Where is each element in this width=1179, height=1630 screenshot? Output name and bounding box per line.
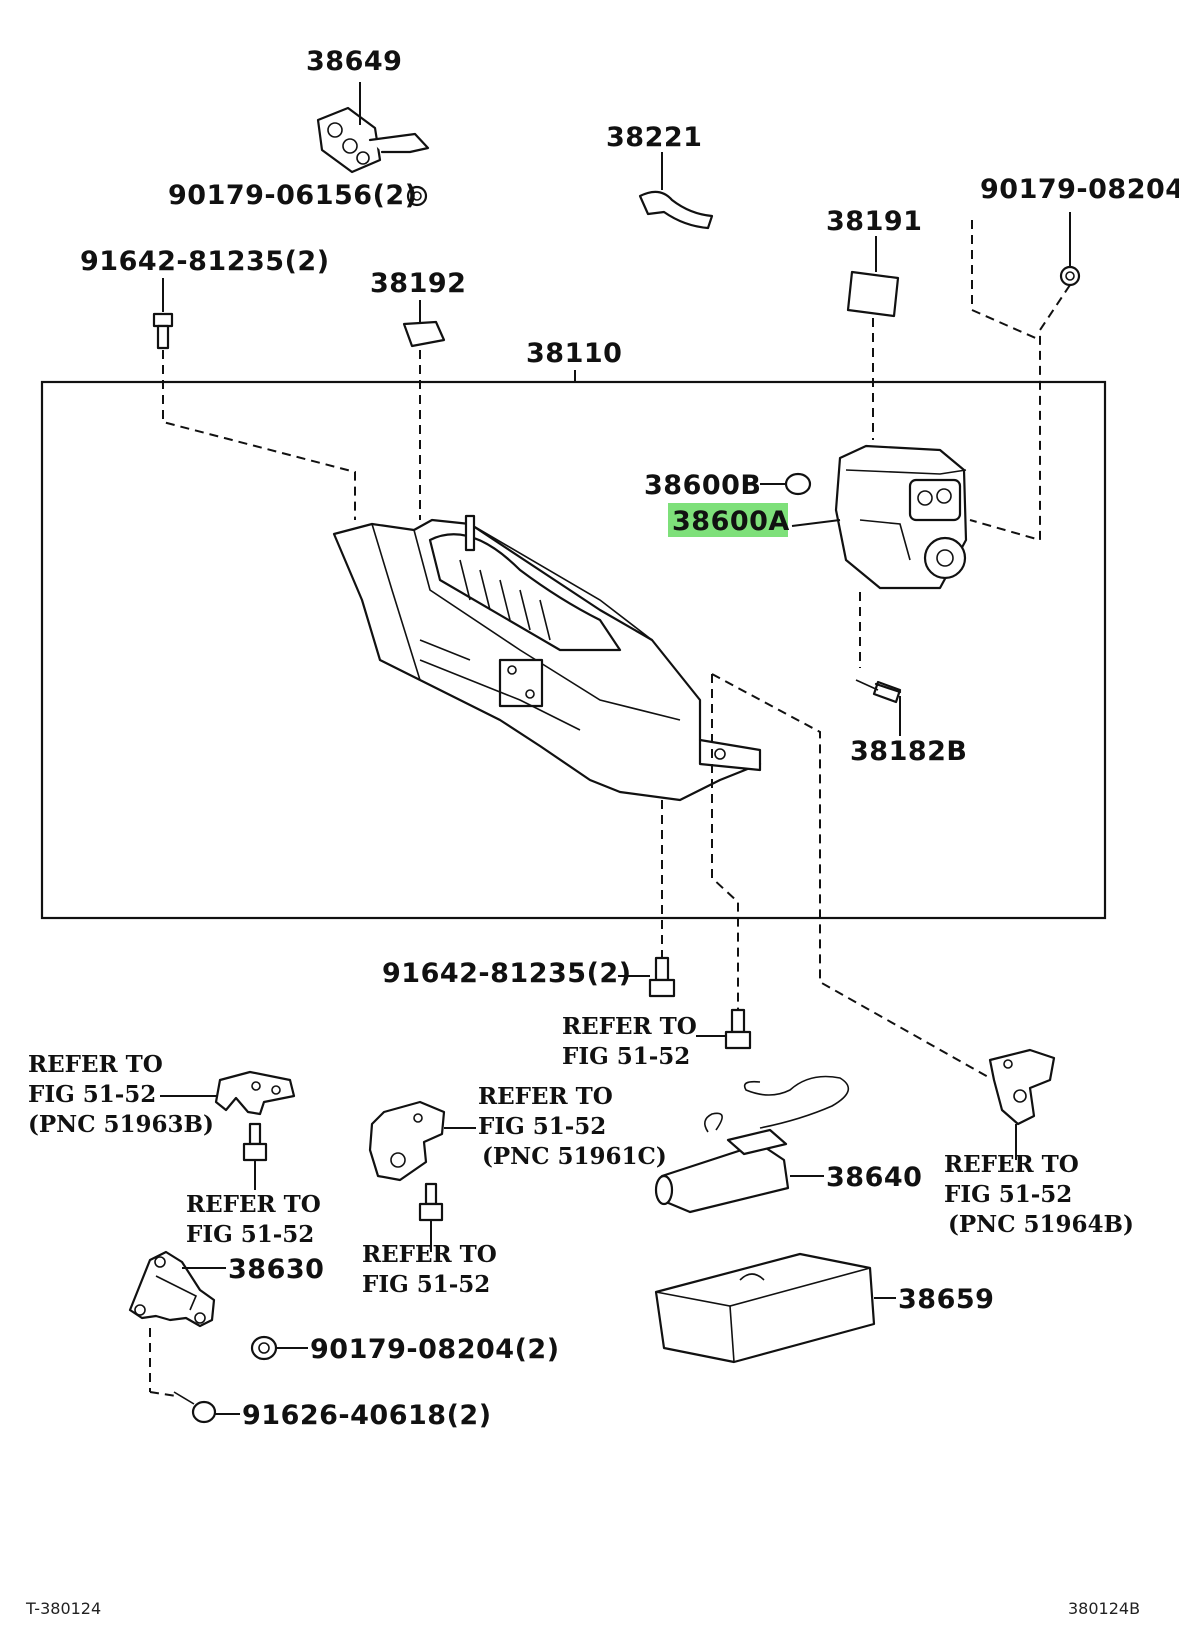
refer-left-bracket-line1: REFER TO: [28, 1051, 163, 1078]
bolt-left-refer-icon: [242, 1122, 268, 1162]
label-91626-40618: 91626-40618(2): [242, 1400, 492, 1431]
footer-left-code: T-380124: [25, 1599, 101, 1618]
bolt-91642-81235-bottom-icon: [648, 956, 676, 998]
refer-left-bracket-line3: (PNC 51963B): [28, 1111, 214, 1138]
refer-center-top-line2: FIG 51-52: [562, 1043, 690, 1070]
label-91642-81235-bottom: 91642-81235(2): [382, 958, 632, 989]
dashed-path-frame-right: [711, 673, 991, 1079]
part-38640-handle-icon: [654, 1075, 850, 1214]
refer-center-bracket-line2: FIG 51-52: [478, 1113, 606, 1140]
refer-left-bracket-line2: FIG 51-52: [28, 1081, 156, 1108]
label-91642-81235-top: 91642-81235(2): [80, 246, 330, 277]
refer-left-bolt-line2: FIG 51-52: [186, 1221, 314, 1248]
highlight-38600A: [668, 503, 788, 537]
footer-right-code: 380124B: [1068, 1599, 1140, 1618]
bolt-91626-40618-icon: [173, 1391, 217, 1424]
refer-center-bracket-line1: REFER TO: [478, 1083, 613, 1110]
bolt-center-refer-icon: [724, 1008, 752, 1050]
nut-90179-08204-top-icon: [1059, 265, 1081, 287]
label-38110: 38110: [526, 338, 622, 369]
label-38659: 38659: [898, 1284, 994, 1315]
dashed-path-top-nut-2: [971, 220, 1041, 341]
refer-center-bolt-line2: FIG 51-52: [362, 1271, 490, 1298]
part-center-bracket-icon: [368, 1100, 446, 1182]
label-38600A: 38600A: [672, 506, 790, 537]
refer-center-top-line1: REFER TO: [562, 1013, 697, 1040]
part-38191-label-icon: [846, 270, 900, 318]
label-90179-06156: 90179-06156(2): [168, 180, 418, 211]
bolt-90179-06156-icon: [406, 185, 428, 207]
label-38182B: 38182B: [850, 736, 968, 767]
dashed-path-top-nut: [969, 284, 1071, 542]
label-38600B: 38600B: [644, 470, 762, 501]
label-38221: 38221: [606, 122, 702, 153]
part-38659-tool-bag-icon: [654, 1252, 876, 1364]
part-38600A-motor-icon: [834, 444, 968, 590]
assembly-frame: [40, 380, 1107, 920]
refer-right-bracket-line1: REFER TO: [944, 1151, 1079, 1178]
refer-right-bracket-line2: FIG 51-52: [944, 1181, 1072, 1208]
label-38630: 38630: [228, 1254, 324, 1285]
refer-center-bolt-line1: REFER TO: [362, 1241, 497, 1268]
dashed-path-top-bolt: [162, 350, 356, 520]
bolt-center-bracket-refer-icon: [418, 1182, 444, 1222]
label-38192: 38192: [370, 268, 466, 299]
part-38192-pad-icon: [402, 320, 446, 348]
part-38221-hose-icon: [638, 190, 714, 230]
refer-center-bracket-line3: (PNC 51961C): [482, 1143, 667, 1170]
part-left-bracket-icon: [214, 1070, 296, 1116]
dashed-path-frame-refer: [711, 674, 739, 1010]
part-38649-clamp-icon: [316, 106, 430, 174]
label-90179-08204-bottom: 90179-08204(2): [310, 1334, 560, 1365]
refer-left-bolt-line1: REFER TO: [186, 1191, 321, 1218]
nut-90179-08204-bottom-icon: [250, 1335, 278, 1361]
label-38640: 38640: [826, 1162, 922, 1193]
bolt-38182B-icon: [855, 679, 902, 704]
part-38630-clamp-icon: [128, 1250, 216, 1328]
label-38649: 38649: [306, 46, 402, 77]
label-90179-08204-top: 90179-08204: [980, 174, 1179, 205]
refer-right-bracket-line3: (PNC 51964B): [948, 1211, 1134, 1238]
part-38600B-oring-icon: [784, 472, 812, 496]
part-right-bracket-icon: [988, 1048, 1056, 1126]
bolt-91642-81235-top-icon: [152, 312, 174, 350]
part-38110-carrier-frame-icon: [332, 514, 762, 802]
label-38191: 38191: [826, 206, 922, 237]
